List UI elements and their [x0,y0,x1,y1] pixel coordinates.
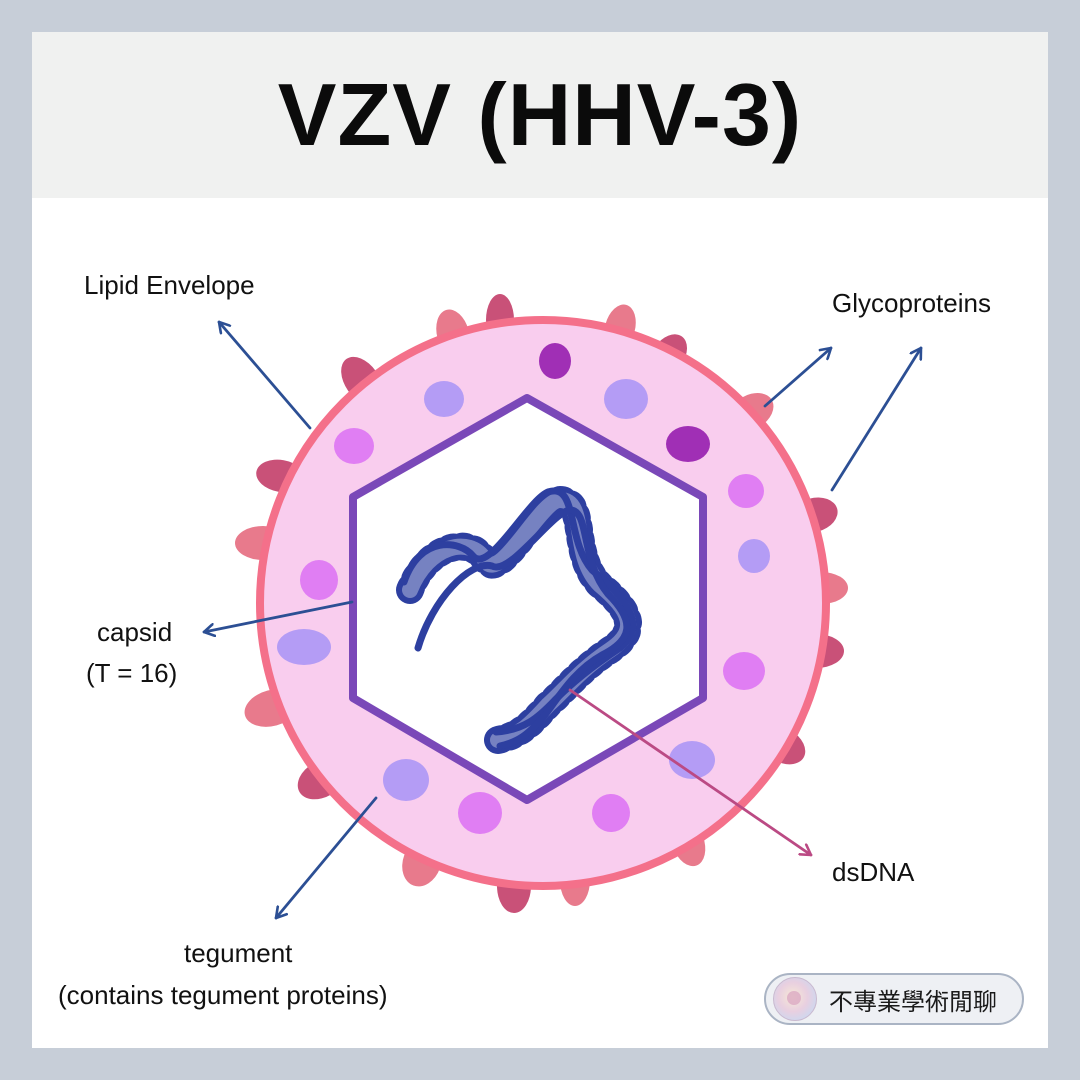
glycoprotein-arrow-2 [832,348,921,490]
tegument-arrow [276,798,376,918]
glycoproteins-label: Glycoproteins [832,282,991,324]
badge-text: 不專業學術閒聊 [829,982,997,1017]
tegument-label: tegument [184,932,292,974]
cell-logo-icon [773,977,817,1021]
tegument-detail-label: (contains tegument proteins) [58,974,388,1016]
capsid-t-label: (T = 16) [86,652,177,694]
source-badge: 不專業學術閒聊 [764,973,1024,1025]
glycoprotein-arrow-1 [765,348,831,406]
dsdna-label: dsDNA [832,851,914,893]
capsid-label: capsid [97,611,172,653]
lipid-envelope-arrow [219,322,310,428]
lipid-envelope-label: Lipid Envelope [84,264,255,306]
